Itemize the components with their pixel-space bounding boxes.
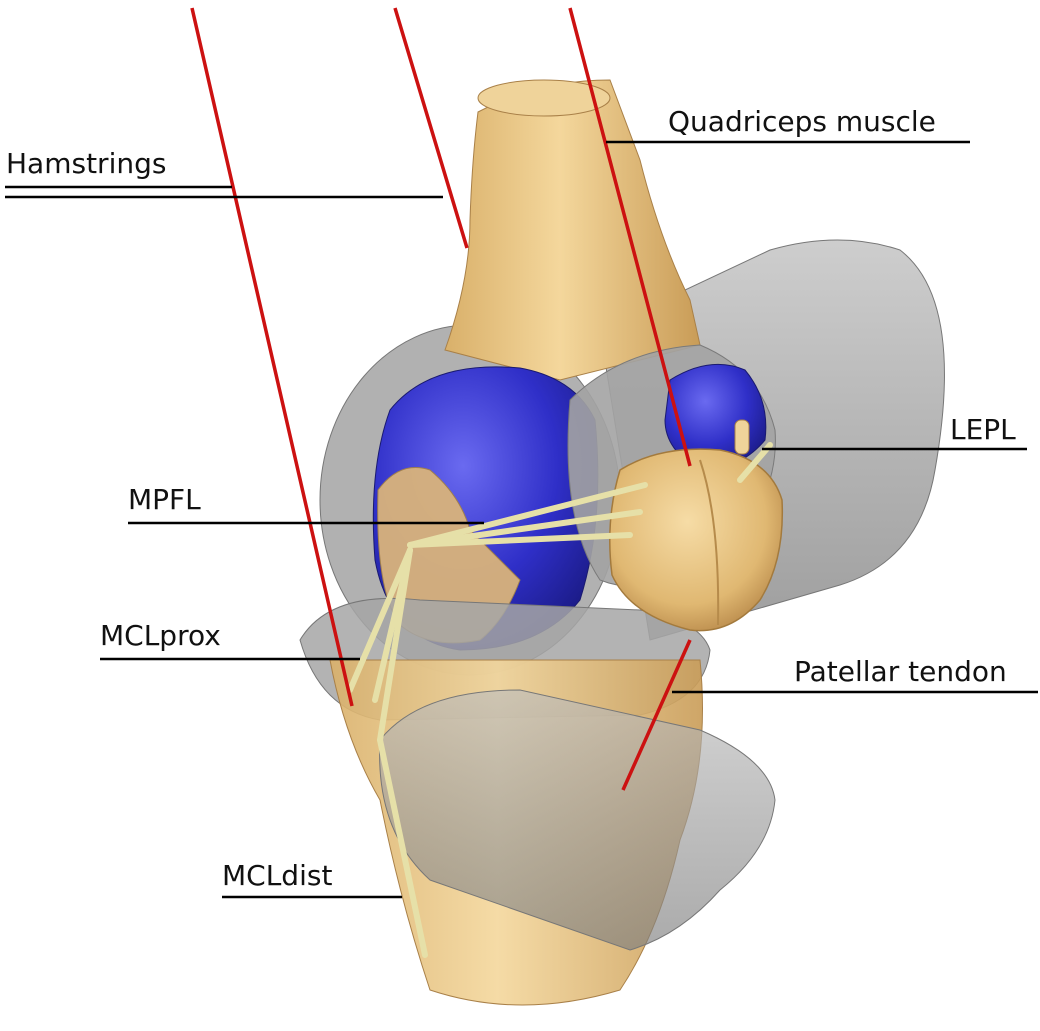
label-hamstrings: Hamstrings — [6, 150, 166, 178]
label-quadriceps-muscle: Quadriceps muscle — [668, 108, 936, 136]
label-patellar-tendon: Patellar tendon — [794, 658, 1007, 686]
femur-shaft — [445, 80, 700, 380]
label-mpfl: MPFL — [128, 486, 201, 514]
lepl-attachment — [735, 420, 749, 454]
patella — [610, 449, 783, 630]
label-mcldist: MCLdist — [222, 862, 332, 890]
hamstrings-line-1 — [192, 8, 352, 706]
hamstrings-line-2 — [395, 8, 467, 248]
label-lepl: LEPL — [950, 416, 1016, 444]
label-mclprox: MCLprox — [100, 622, 221, 650]
